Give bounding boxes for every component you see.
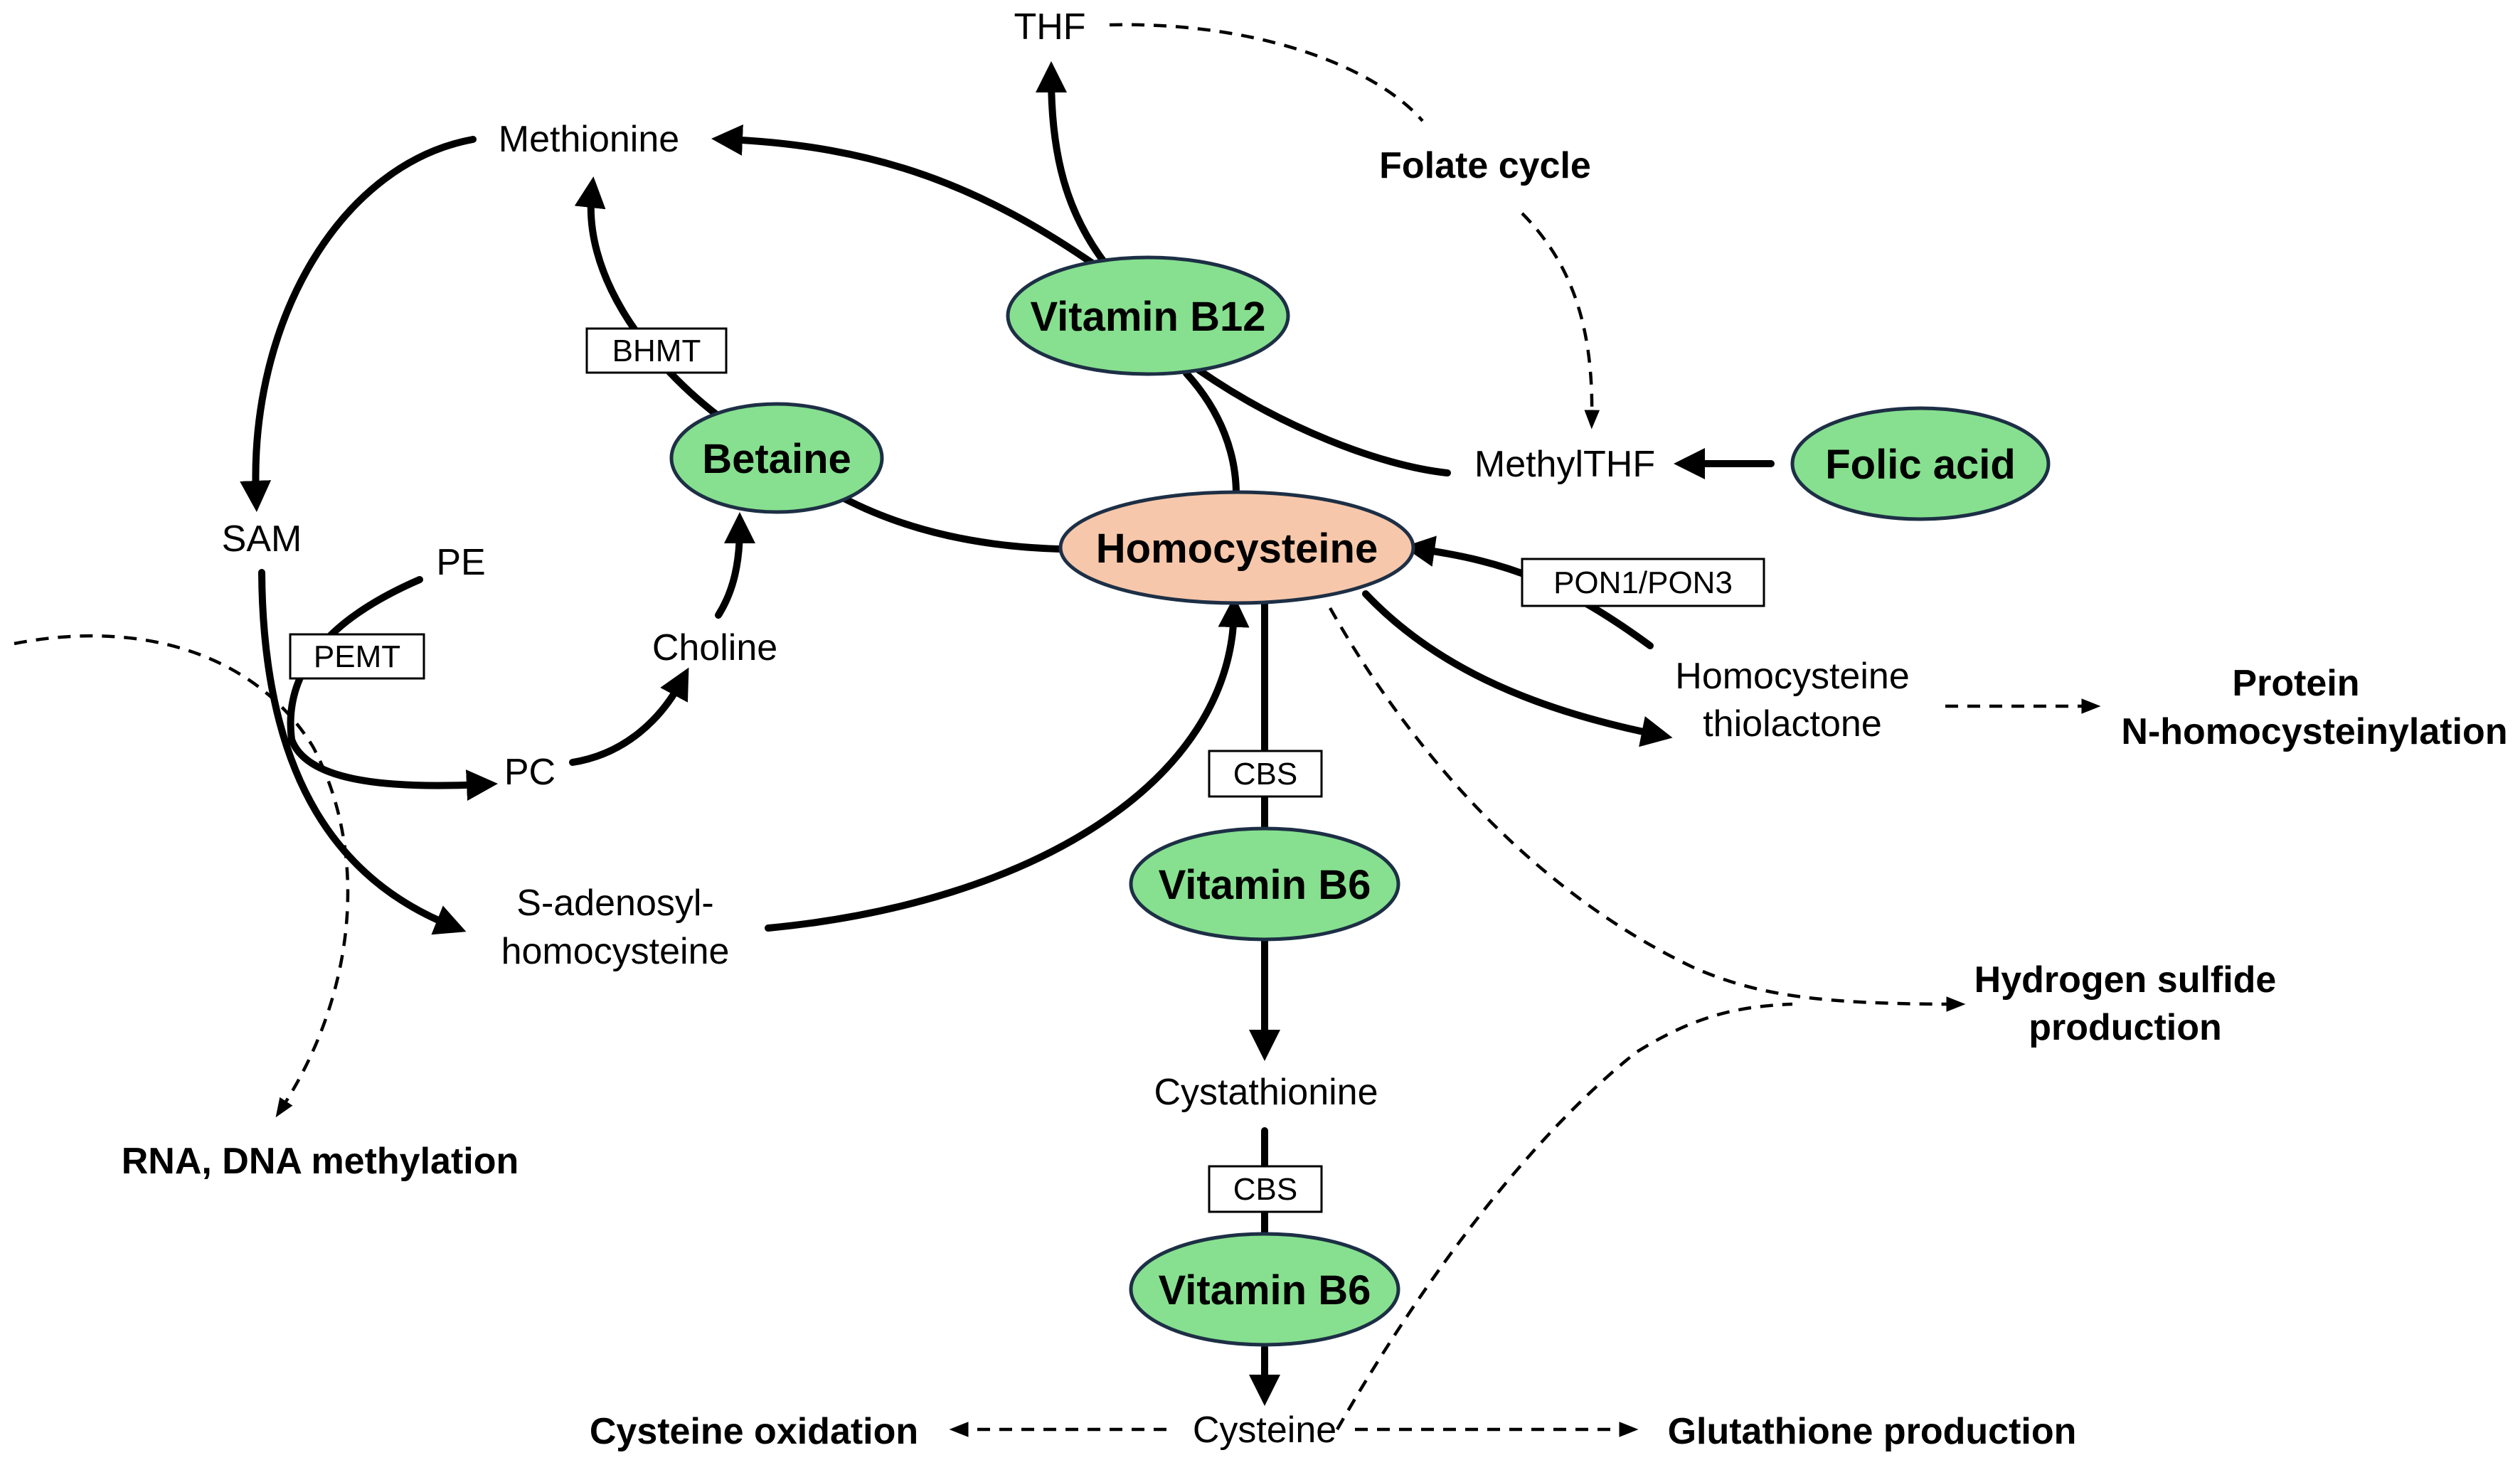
b12-to-methionine-arrow	[711, 124, 1106, 274]
b12-homocysteine-connector	[1183, 370, 1240, 498]
pc-to-choline-arrow	[569, 667, 689, 766]
pe-to-pc-arrow	[287, 576, 498, 801]
label-methionine: Methionine	[499, 119, 679, 160]
label-thf: THF	[1014, 6, 1085, 48]
enzyme-pemt: PEMT	[289, 633, 425, 680]
homocysteine-to-h2s-dashed-arrow	[1329, 607, 1966, 1012]
svg-text:Homocysteine: Homocysteine	[1096, 526, 1378, 572]
enzyme-cbs-upper: CBS	[1208, 750, 1323, 798]
label-choline: Choline	[652, 627, 777, 668]
methionine-to-sam-arrow	[240, 136, 477, 512]
betaine-to-methionine-arrow	[574, 176, 722, 420]
enzyme-bhmt: BHMT	[585, 327, 728, 374]
choline-to-betaine-arrow	[715, 511, 755, 619]
node-vitamin-b6-lower: Vitamin B6	[1129, 1232, 1400, 1347]
label-protein-line2: N-homocysteinylation	[2121, 711, 2507, 752]
label-folate-cycle: Folate cycle	[1379, 145, 1591, 186]
node-vitamin-b6-upper: Vitamin B6	[1129, 826, 1400, 942]
label-sah-line1: S-adenosyl-	[516, 883, 713, 924]
svg-text:Vitamin B12: Vitamin B12	[1031, 294, 1266, 340]
label-h2s-line1: Hydrogen sulfide	[1974, 959, 2277, 1001]
label-thiolactone-line1: Homocysteine	[1675, 656, 1909, 697]
svg-text:CBS: CBS	[1233, 757, 1297, 792]
label-protein-line1: Protein	[2232, 663, 2359, 704]
svg-text:Folic acid: Folic acid	[1825, 442, 2016, 488]
label-methylthf: MethylTHF	[1474, 444, 1655, 485]
enzyme-cbs-lower: CBS	[1208, 1165, 1323, 1213]
label-sah-line2: homocysteine	[501, 931, 730, 972]
svg-text:PON1/PON3: PON1/PON3	[1553, 565, 1733, 600]
sam-to-methylation-dashed-arrow	[14, 634, 350, 1118]
folate-cycle-dashed-arrow	[1109, 23, 1592, 420]
cysteine-to-h2s-dashed-line	[1336, 1002, 1793, 1431]
b12-methylthf-connector	[1195, 366, 1451, 476]
sah-to-homocysteine-arrow	[765, 596, 1250, 932]
label-thiolactone-line2: thiolactone	[1703, 703, 1882, 745]
svg-text:BHMT: BHMT	[612, 334, 701, 368]
node-homocysteine: Homocysteine	[1058, 490, 1415, 605]
label-sam: SAM	[222, 518, 302, 560]
label-h2s-line2: production	[2029, 1007, 2222, 1048]
label-rna-dna-methylation: RNA, DNA methylation	[122, 1141, 519, 1182]
svg-text:CBS: CBS	[1233, 1172, 1297, 1207]
label-cystathionine: Cystathionine	[1154, 1072, 1378, 1113]
enzyme-pon1-pon3: PON1/PON3	[1521, 558, 1765, 607]
svg-text:Betaine: Betaine	[702, 436, 851, 482]
label-pe: PE	[436, 542, 485, 583]
sam-to-sah-arrow	[258, 569, 467, 935]
node-folic-acid: Folic acid	[1790, 406, 2051, 521]
label-pc: PC	[504, 752, 555, 793]
svg-text:PEMT: PEMT	[314, 639, 400, 674]
node-vitamin-b12: Vitamin B12	[1006, 255, 1290, 376]
label-cysteine: Cysteine	[1193, 1410, 1336, 1451]
b12-to-thf-arrow	[1036, 60, 1110, 268]
label-glutathione-production: Glutathione production	[1668, 1411, 2077, 1452]
svg-text:Vitamin B6: Vitamin B6	[1159, 862, 1371, 908]
betaine-homocysteine-connector	[839, 494, 1063, 553]
node-betaine: Betaine	[669, 402, 884, 514]
label-cysteine-oxidation: Cysteine oxidation	[590, 1411, 918, 1452]
svg-text:Vitamin B6: Vitamin B6	[1159, 1267, 1371, 1314]
homocysteine-to-thiolactone-arrow	[1362, 590, 1673, 747]
